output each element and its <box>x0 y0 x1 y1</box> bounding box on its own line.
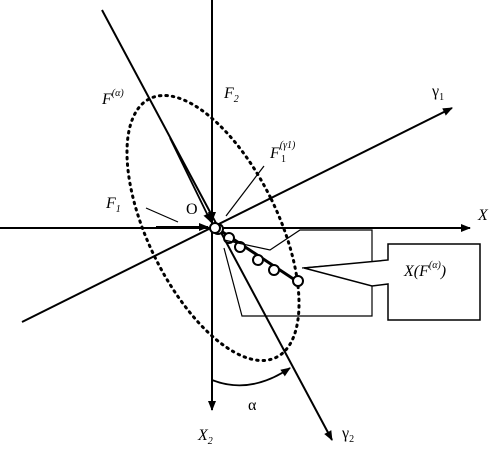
trajectory-point <box>252 254 264 266</box>
svg-text:F(α): F(α) <box>101 88 124 108</box>
x2-axis-label: X2 <box>197 427 213 447</box>
svg-text:X2: X2 <box>197 427 213 447</box>
gamma2-label: γ2 <box>341 425 354 445</box>
callout-wedge-lower <box>223 247 373 317</box>
svg-text:γ2: γ2 <box>341 425 354 445</box>
f1-label: F1 <box>105 195 121 215</box>
svg-text:O: O <box>186 201 198 218</box>
f1-gamma1-label: F(γ1) 1 <box>269 140 296 165</box>
gamma1-axis-line <box>21 107 453 323</box>
svg-text:X(F(α)): X(F(α)) <box>403 260 446 280</box>
x-of-f-alpha-label: X(F(α)) <box>403 260 446 280</box>
svg-text:α: α <box>248 397 257 414</box>
f1-pointer <box>145 207 179 223</box>
alpha-label: α <box>248 397 257 414</box>
f-alpha-label: F(α) <box>101 88 124 108</box>
svg-text:γ1: γ1 <box>431 83 444 103</box>
f2-label: F2 <box>223 85 239 105</box>
trajectory-point <box>268 264 280 276</box>
origin-label: O <box>186 201 198 218</box>
x-axis-label: X <box>477 207 489 224</box>
svg-text:F(γ1): F(γ1) <box>269 140 296 162</box>
f1-gamma1-pointer <box>225 165 265 217</box>
trajectory-point <box>292 275 304 287</box>
svg-text:F2: F2 <box>223 85 239 105</box>
callout-box <box>303 243 481 321</box>
origin-point <box>209 222 221 234</box>
svg-text:1: 1 <box>281 154 286 165</box>
svg-text:F1: F1 <box>105 195 121 215</box>
gamma1-label: γ1 <box>431 83 444 103</box>
svg-text:X: X <box>477 207 489 224</box>
dotted-ellipse <box>125 93 301 363</box>
f-alpha-arrow <box>169 137 212 223</box>
alpha-arc <box>211 367 291 387</box>
